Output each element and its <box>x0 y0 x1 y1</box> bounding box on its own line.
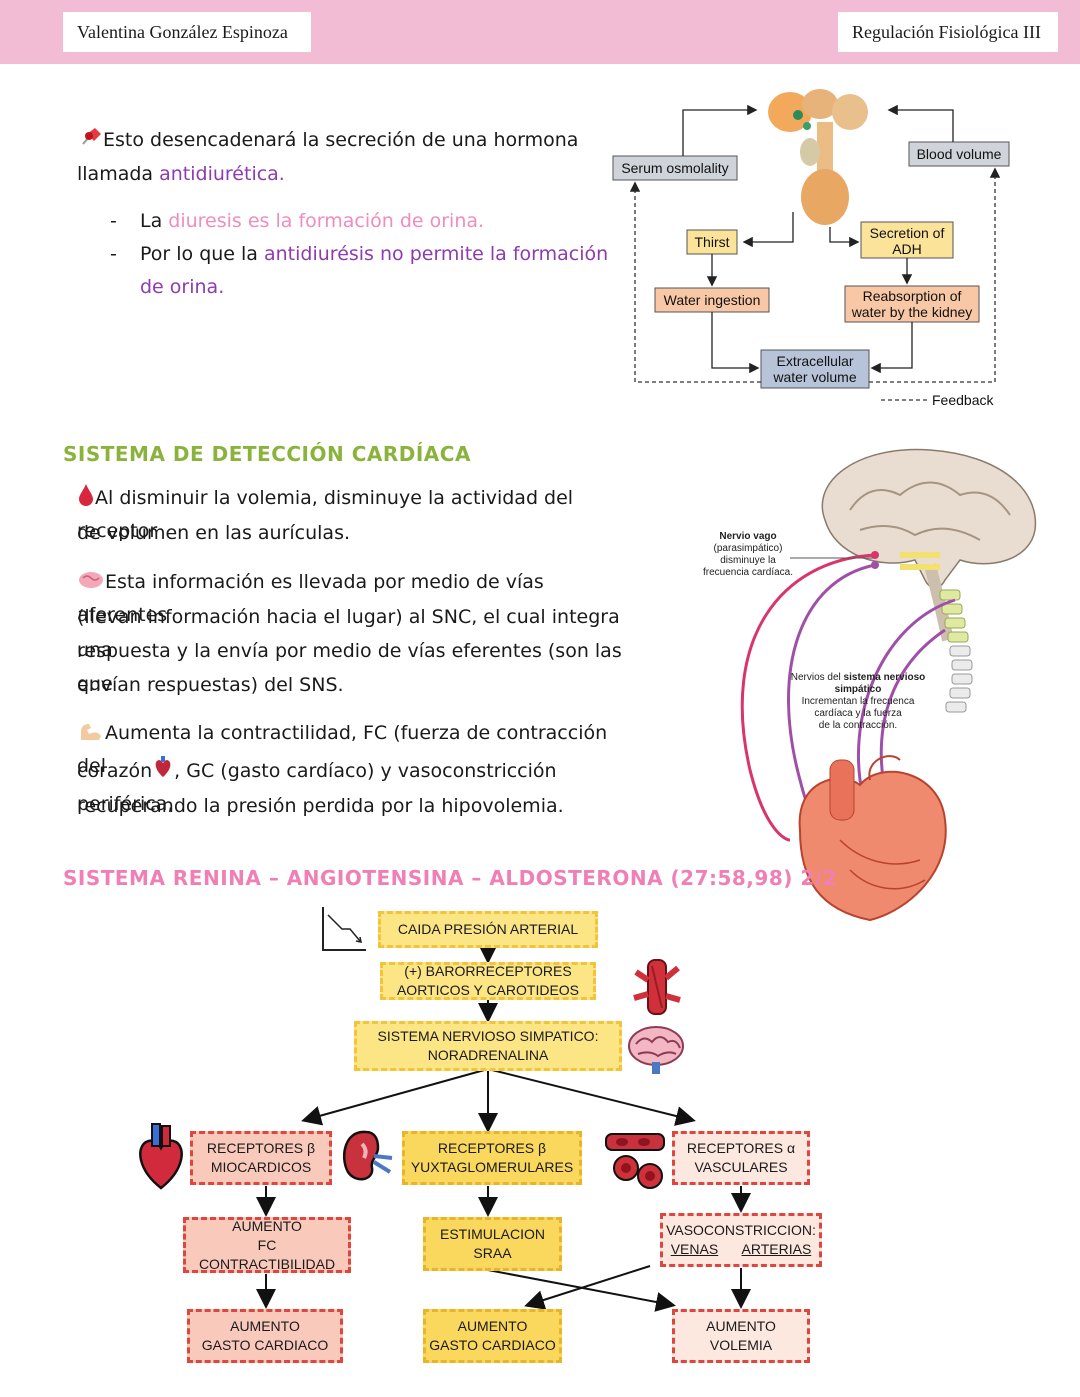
sns-label-1: Nervios del sistema nervioso <box>791 672 926 683</box>
reabsorption-label-2: water by the kidney <box>851 304 973 320</box>
feedback-legend: Feedback <box>932 392 994 408</box>
serum-osmolality-label: Serum osmolality <box>621 160 728 176</box>
intro-line-1: Esto desencadenará la secreción de una h… <box>77 124 597 157</box>
brain-icon <box>628 1026 684 1074</box>
vago-label-2: (parasimpático) <box>714 543 783 554</box>
heart-icon <box>155 756 171 777</box>
intro-bullet-1: -La diuresis es la formación de orina. <box>110 210 485 232</box>
sns-label-5: de la contracción. <box>819 720 897 731</box>
vago-label-3: disminuye la <box>720 555 776 566</box>
cardiac-p3-line2: corazón, GC (gasto cardíaco) y vasoconst… <box>77 755 637 821</box>
cardiac-p2-line3: respuesta y la envía por medio de vías e… <box>77 640 622 695</box>
cardiac-p2-line1: Esta información es llevada por medio de… <box>77 571 544 626</box>
intro-bullet-2: -Por lo que la antidiurésis no permite l… <box>110 243 609 265</box>
raas-section-title: SISTEMA RENINA – ANGIOTENSINA – ALDOSTER… <box>63 866 837 890</box>
ecf-label-1: Extracellular <box>776 353 853 369</box>
intro-bullet-2-cont: de orina. <box>140 276 225 298</box>
secretion-label-2: ADH <box>892 241 922 257</box>
heart-icon <box>139 1123 183 1190</box>
box-caida: CAIDA PRESIÓN ARTERIAL <box>378 911 598 948</box>
autonomic-heart-figure: Nervio vago (parasimpático) disminuye la… <box>703 448 1037 922</box>
cardiac-p1-line2: de volumen en las aurículas. <box>77 522 351 544</box>
vago-label-1: Nervio vago <box>719 531 776 542</box>
pituitary-illustration <box>768 89 868 225</box>
red-cells-icon <box>605 1133 665 1189</box>
thirst-label: Thirst <box>695 234 730 250</box>
cardiac-section-title: SISTEMA DE DETECCIÓN CARDÍACA <box>63 442 471 466</box>
cardiac-p3-line3: recuperando la presión perdida por la hi… <box>77 795 564 817</box>
blood-vessel-icon <box>633 959 681 1015</box>
blood-drop-icon <box>79 484 93 506</box>
pushpin-icon <box>82 128 101 145</box>
sns-label-4: cardíaca y la fuerza <box>814 708 902 719</box>
brain-icon <box>79 572 103 588</box>
cardiac-p3-line1: Aumenta la contractilidad, FC (fuerza de… <box>77 722 608 777</box>
secretion-label-1: Secretion of <box>870 225 945 241</box>
cardiac-p2-line2: (llevan información hacia el lugar) al S… <box>77 606 620 661</box>
flexed-arm-icon <box>81 724 101 740</box>
box-sns: SISTEMA NERVIOSO SIMPATICO:NORADRENALINA <box>354 1021 622 1071</box>
course-tag: Regulación Fisiológica III <box>838 12 1058 52</box>
sns-label-3: Incrementan la frecuenca <box>802 696 915 707</box>
author-tag: Valentina González Espinoza <box>63 12 311 52</box>
cardiac-p1-line1: Al disminuir la volemia, disminuye la ac… <box>77 482 637 548</box>
vago-label-4: frecuencia cardíaca. <box>703 567 793 578</box>
sns-label-2: simpático <box>835 684 882 695</box>
reabsorption-label-1: Reabsorption of <box>863 288 962 304</box>
trend-down-icon <box>322 907 366 951</box>
kidney-icon <box>342 1130 393 1181</box>
ecf-label-2: water volume <box>772 369 856 385</box>
box-vasoconstriccion: VASOCONSTRICCION:VENAS ARTERIAS <box>660 1213 822 1267</box>
cardiac-p2-line4: envían respuestas) del SNS. <box>77 674 344 696</box>
adh-feedback-diagram: Serum osmolality Blood volume Thirst Sec… <box>612 89 1010 408</box>
blood-volume-label: Blood volume <box>917 146 1002 162</box>
water-ingestion-label: Water ingestion <box>664 292 761 308</box>
intro-line-2: llamada antidiurética. <box>77 163 285 185</box>
